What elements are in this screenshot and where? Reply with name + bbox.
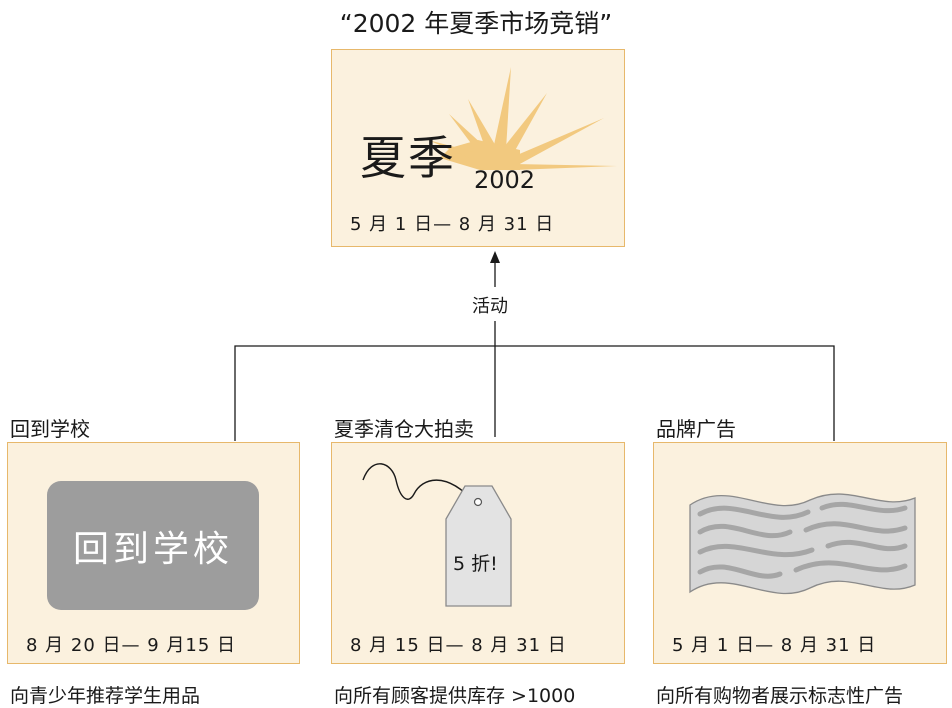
activity-desc-clearance-sale: 向所有顾客提供库存 >1000: [334, 685, 576, 707]
campaign-big-text: 夏季: [360, 131, 456, 185]
tag-discount-text: 5 折!: [453, 553, 498, 575]
diagram-title: “2002 年夏季市场竞销”: [339, 9, 613, 38]
activity-date-back-to-school: 8 月 20 日— 9 月15 日: [26, 635, 237, 656]
connector-label: 活动: [472, 292, 508, 318]
tag-icon: [445, 485, 512, 607]
activity-label-brand-ads: 品牌广告: [656, 417, 736, 441]
campaign-date-range: 5 月 1 日— 8 月 31 日: [350, 214, 555, 235]
arrow-head-icon: [490, 251, 500, 263]
activity-label-back-to-school: 回到学校: [10, 417, 90, 441]
back-to-school-sign: 回到学校: [47, 481, 259, 610]
activity-label-clearance-sale: 夏季清仓大拍卖: [334, 417, 474, 441]
activity-desc-brand-ads: 向所有购物者展示标志性广告: [656, 685, 904, 707]
activity-desc-back-to-school: 向青少年推荐学生用品: [10, 685, 201, 707]
campaign-year: 2002: [474, 166, 536, 194]
activity-date-clearance-sale: 8 月 15 日— 8 月 31 日: [350, 635, 567, 656]
activity-date-brand-ads: 5 月 1 日— 8 月 31 日: [672, 635, 877, 656]
